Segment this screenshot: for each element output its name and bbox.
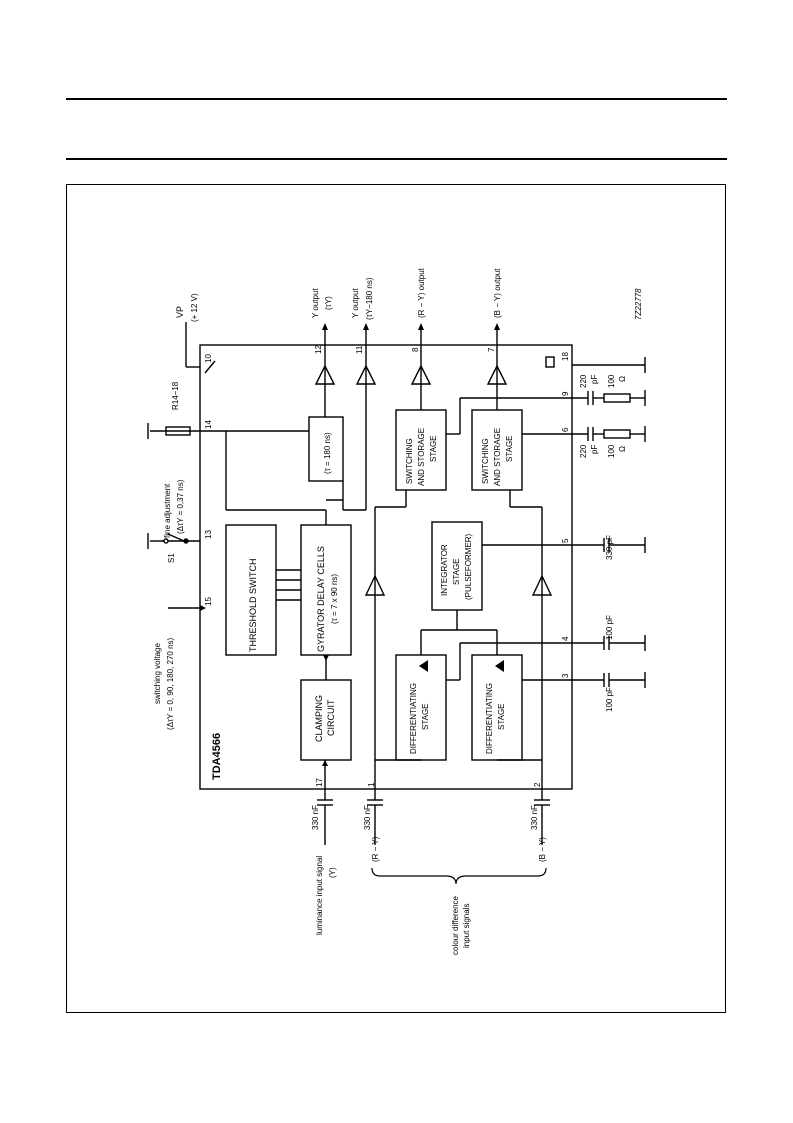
diode-symbols [419,660,504,672]
buffer-ry [364,574,386,596]
res-6-unit: Ω [618,446,627,452]
pin-4: 4 [561,636,570,641]
pin-10: 10 [204,354,213,363]
pin-7: 7 [487,347,496,352]
buffer-by [531,574,553,596]
cap-3: 100 pF [605,687,614,712]
y-output-2: Y output [351,288,360,318]
cap-2: 330 nF [530,805,539,830]
cap-9-unit: pF [590,375,599,384]
luminance-input-y: (Y) [328,867,337,878]
res-6: 100 [607,444,616,458]
sw-a-1: SWITCHING [405,438,414,484]
chip-label: TDA4566 [211,733,223,780]
top-rule [66,98,727,100]
pin-9: 9 [561,391,570,396]
integ-2: STAGE [452,558,461,585]
buffer-y1 [314,364,336,385]
cap-4: 100 pF [605,615,614,640]
input-brace [371,867,547,885]
cap-6-unit: pF [590,445,599,454]
sw-a-3: STAGE [429,435,438,462]
by-output: (B − Y) output [493,268,502,318]
vp-value: (+ 12 V) [190,293,199,322]
res-9-unit: Ω [618,376,627,382]
pin-13: 13 [204,530,213,539]
pin-5: 5 [561,538,570,543]
diff-b-2: STAGE [497,703,506,730]
gyrator-label: GYRATOR DELAY CELLS [316,546,326,652]
gyrator-delay-block [300,524,352,656]
cap-1: 330 nF [363,805,372,830]
resistor-label: R14−18 [171,381,180,410]
pin-8: 8 [411,347,420,352]
pin-14: 14 [204,420,213,429]
buffer-y2 [355,364,377,385]
cap-5: 330 pF [605,535,614,560]
by-input: (B − Y) [538,837,547,862]
pin-3: 3 [561,673,570,678]
figure-code: 7Z22778 [634,288,643,320]
clamp-label-1: CLAMPING [314,695,324,742]
y-output-1-tau: (τY) [324,296,333,310]
figure-frame [66,184,726,1013]
fine-adjust-value: (ΔτY = 0,37 ns) [176,479,185,534]
delay-180-block [308,416,344,482]
pin-11: 11 [355,345,364,354]
diff-b-1: DIFFERENTIATING [485,683,494,754]
integ-1: INTEGRATOR [440,544,449,596]
delay-label: (τ = 180 ns) [323,432,332,474]
buffer-by-out [486,364,508,385]
luminance-input: luminance input signal [315,856,324,935]
ground-symbols [147,357,646,688]
diff-a-1: DIFFERENTIATING [409,683,418,754]
sw-b-2: AND STORAGE [493,428,502,486]
ry-output: (R − Y) output [417,267,426,318]
switching-voltage: switching voltage [153,643,162,704]
pin-2: 2 [533,782,542,787]
buffer-ry-out [410,364,432,385]
cap-17: 330 nF [311,805,320,830]
second-rule [66,158,727,160]
pin-6: 6 [561,427,570,432]
sw-b-3: STAGE [505,435,514,462]
clamp-label-2: CIRCUIT [326,699,336,736]
diff-a-2: STAGE [421,703,430,730]
colour-difference: colour difference [451,895,460,955]
threshold-label: THRESHOLD SWITCH [248,558,258,652]
cap-9: 220 [579,374,588,388]
switching-voltage-values: (ΔτY = 0, 90, 180, 270 ns) [166,637,175,730]
y-output-1: Y output [311,288,320,318]
res-9: 100 [607,374,616,388]
pin-15: 15 [204,597,213,606]
sw-a-2: AND STORAGE [417,428,426,486]
s1-label: S1 [167,553,176,563]
gyrator-tau: (τ = 7 x 90 ns) [330,574,339,624]
pin-12: 12 [314,345,323,354]
y-output-2-tau: (τY−180 ns) [365,277,374,320]
cap-6: 220 [579,444,588,458]
pin-1: 1 [367,782,376,787]
integ-3: (PULSEFORMER) [464,533,473,600]
pin-17: 17 [315,778,324,787]
colour-difference-2: input signals [462,904,471,948]
vp-label: VP [175,306,185,318]
ic-outline [199,344,573,790]
sw-b-1: SWITCHING [481,438,490,484]
fine-adjust: fine adjustment [163,483,172,538]
ry-input: (R − Y) [371,836,380,862]
pin-18: 18 [561,352,570,361]
